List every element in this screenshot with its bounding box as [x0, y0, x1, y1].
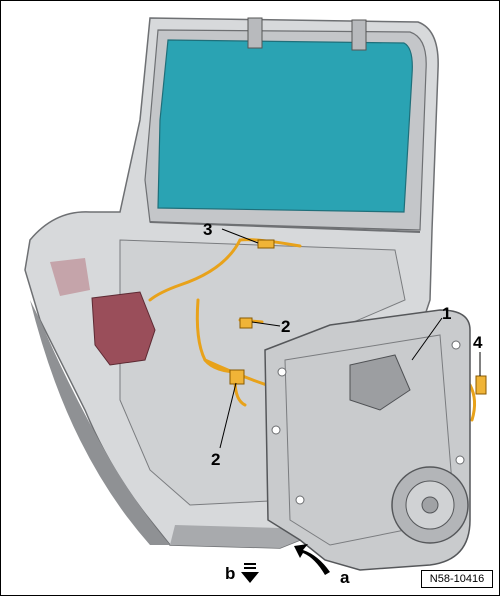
- module-inner-ribs: [284, 334, 456, 546]
- connector-4: [475, 375, 487, 395]
- window-glass: [157, 39, 413, 213]
- callout-2-lower: 2: [211, 450, 221, 469]
- callout-1: 1: [442, 304, 452, 323]
- callout-a: a: [340, 568, 350, 587]
- callout-3: 3: [203, 220, 213, 239]
- connector-top: [257, 239, 275, 249]
- glass-clip-right: [351, 19, 367, 51]
- speaker-center: [421, 496, 439, 514]
- reference-label: N58-10416: [421, 570, 493, 588]
- callout-b: b: [225, 564, 236, 583]
- callout-2-upper: 2: [281, 317, 291, 336]
- door-lock: [91, 291, 156, 366]
- callout-4: 4: [473, 333, 483, 352]
- leader-lines: [219, 228, 481, 449]
- connector-lower: [229, 369, 245, 385]
- connector-mid: [239, 317, 253, 329]
- belt-line: [149, 221, 421, 233]
- curved-arrow-icon: [294, 544, 330, 575]
- down-arrow-icon: [241, 563, 259, 583]
- lock-ghost: [50, 258, 90, 296]
- regulator-motor: [349, 354, 411, 411]
- door-sill-shade: [170, 520, 300, 548]
- glass-clip-left: [247, 17, 263, 49]
- module-holes: [271, 340, 465, 505]
